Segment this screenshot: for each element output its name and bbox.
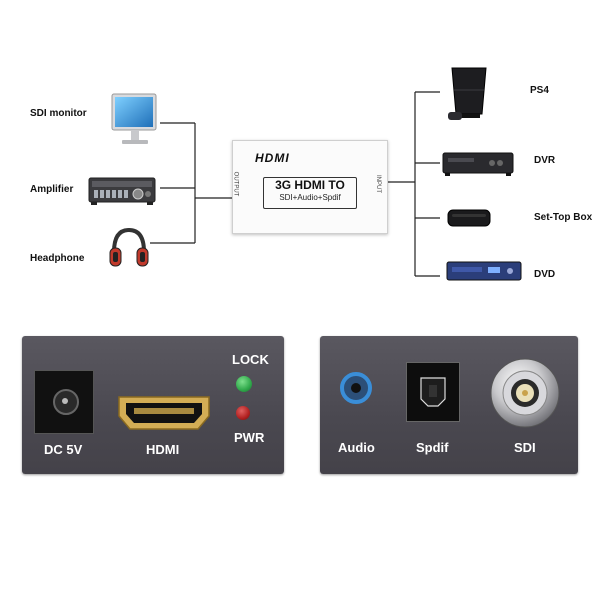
headphone-icon: [109, 227, 149, 267]
front-panel: DC 5V HDMI LOCK PWR: [22, 336, 284, 474]
dvd-player-icon: [446, 261, 522, 281]
settop-box-label: Set-Top Box: [534, 212, 593, 223]
converter-model-badge: 3G HDMI TO SDI+Audio+Spdif: [263, 177, 357, 209]
converter-output-label: OUTPUT: [232, 171, 239, 197]
hdmi-label: HDMI: [146, 442, 180, 457]
sdi-label: SDI: [514, 440, 536, 455]
converter-input-label: INPUT: [375, 175, 381, 193]
spdif-optical-socket: [420, 377, 446, 407]
headphone-label: Headphone: [30, 253, 85, 264]
amplifier-label: Amplifier: [30, 184, 74, 195]
dvr-label: DVR: [534, 155, 556, 166]
converter-box: HDMI 3G HDMI TO SDI+Audio+Spdif OUTPUT I…: [232, 140, 388, 234]
ps4-label: PS4: [530, 85, 549, 96]
converter-model-line1: 3G HDMI TO: [275, 178, 345, 192]
audio-label: Audio: [338, 440, 375, 455]
dvr-icon: [442, 152, 514, 176]
dc-jack-socket: [53, 389, 79, 415]
audio-jack: [340, 372, 372, 404]
monitor-icon: [111, 93, 157, 144]
sdi-monitor-label: SDI monitor: [30, 108, 87, 119]
settop-box-icon: [447, 209, 491, 227]
back-panel: Audio Spdif SDI: [320, 336, 578, 474]
audio-jack-hole: [351, 383, 361, 393]
converter-brand-logo: HDMI: [255, 151, 290, 165]
dc-jack-pin: [62, 398, 68, 404]
connection-lines: [150, 91, 440, 277]
hdmi-port: [118, 396, 210, 430]
console-icon: [448, 67, 487, 120]
sdi-bnc-connector: [490, 358, 560, 428]
spdif-label: Spdif: [416, 440, 449, 455]
lock-label: LOCK: [232, 352, 269, 367]
amplifier-icon: [88, 177, 156, 205]
spdif-port: [406, 362, 460, 422]
pwr-led: [236, 406, 250, 420]
lock-led: [236, 376, 252, 392]
dvd-label: DVD: [534, 269, 556, 280]
pwr-label: PWR: [234, 430, 265, 445]
dc-5v-label: DC 5V: [44, 442, 83, 457]
converter-model-line2: SDI+Audio+Spdif: [279, 193, 341, 202]
dc-jack: [34, 370, 94, 434]
